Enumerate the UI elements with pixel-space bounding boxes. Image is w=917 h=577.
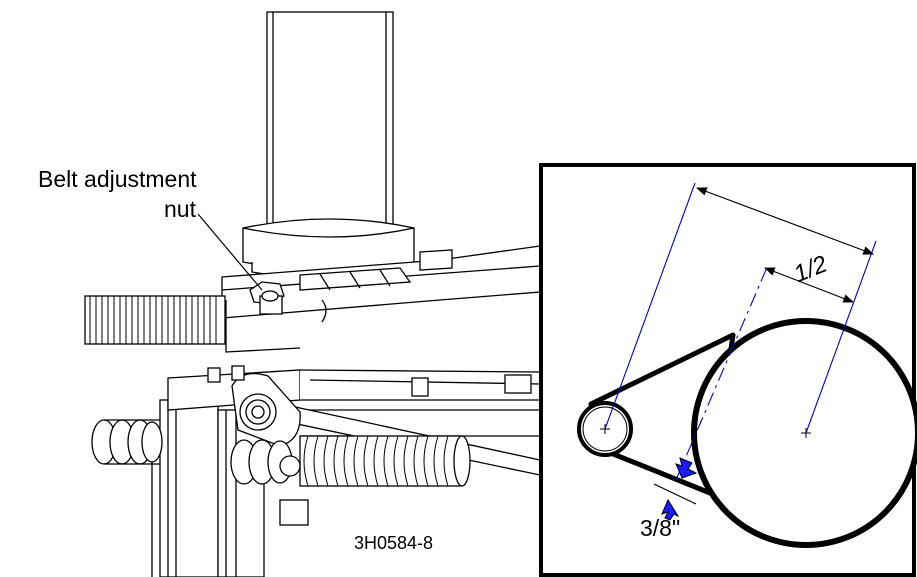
deflection-arrows (661, 457, 698, 521)
belt-adjustment-nut-label: Belt adjustment nut (38, 164, 197, 224)
figure-code: 3H0584-8 (354, 533, 434, 553)
centerlines (604, 182, 877, 481)
callout-line-2: nut (164, 196, 196, 222)
belt-adjustment-nut (249, 281, 285, 315)
machine-illustration (84, 11, 541, 577)
dim-half-distance (763, 267, 855, 303)
tension-spring-left (91, 419, 163, 465)
dimension-label-gap: 3/8" (640, 515, 681, 541)
dimension-lines (653, 187, 875, 505)
callout-leader (197, 213, 263, 291)
arrow-up-icon (661, 498, 680, 521)
threaded-rod (84, 295, 226, 345)
callout-line-1: Belt adjustment (38, 166, 197, 192)
tension-spring-right (230, 435, 471, 487)
motor-cylinder (266, 11, 394, 226)
dim-gap-leader (653, 483, 697, 505)
detail-inset (539, 163, 917, 577)
dim-center-distance (695, 187, 875, 255)
pivot-arm (207, 365, 301, 447)
arrow-down-icon (675, 457, 698, 479)
